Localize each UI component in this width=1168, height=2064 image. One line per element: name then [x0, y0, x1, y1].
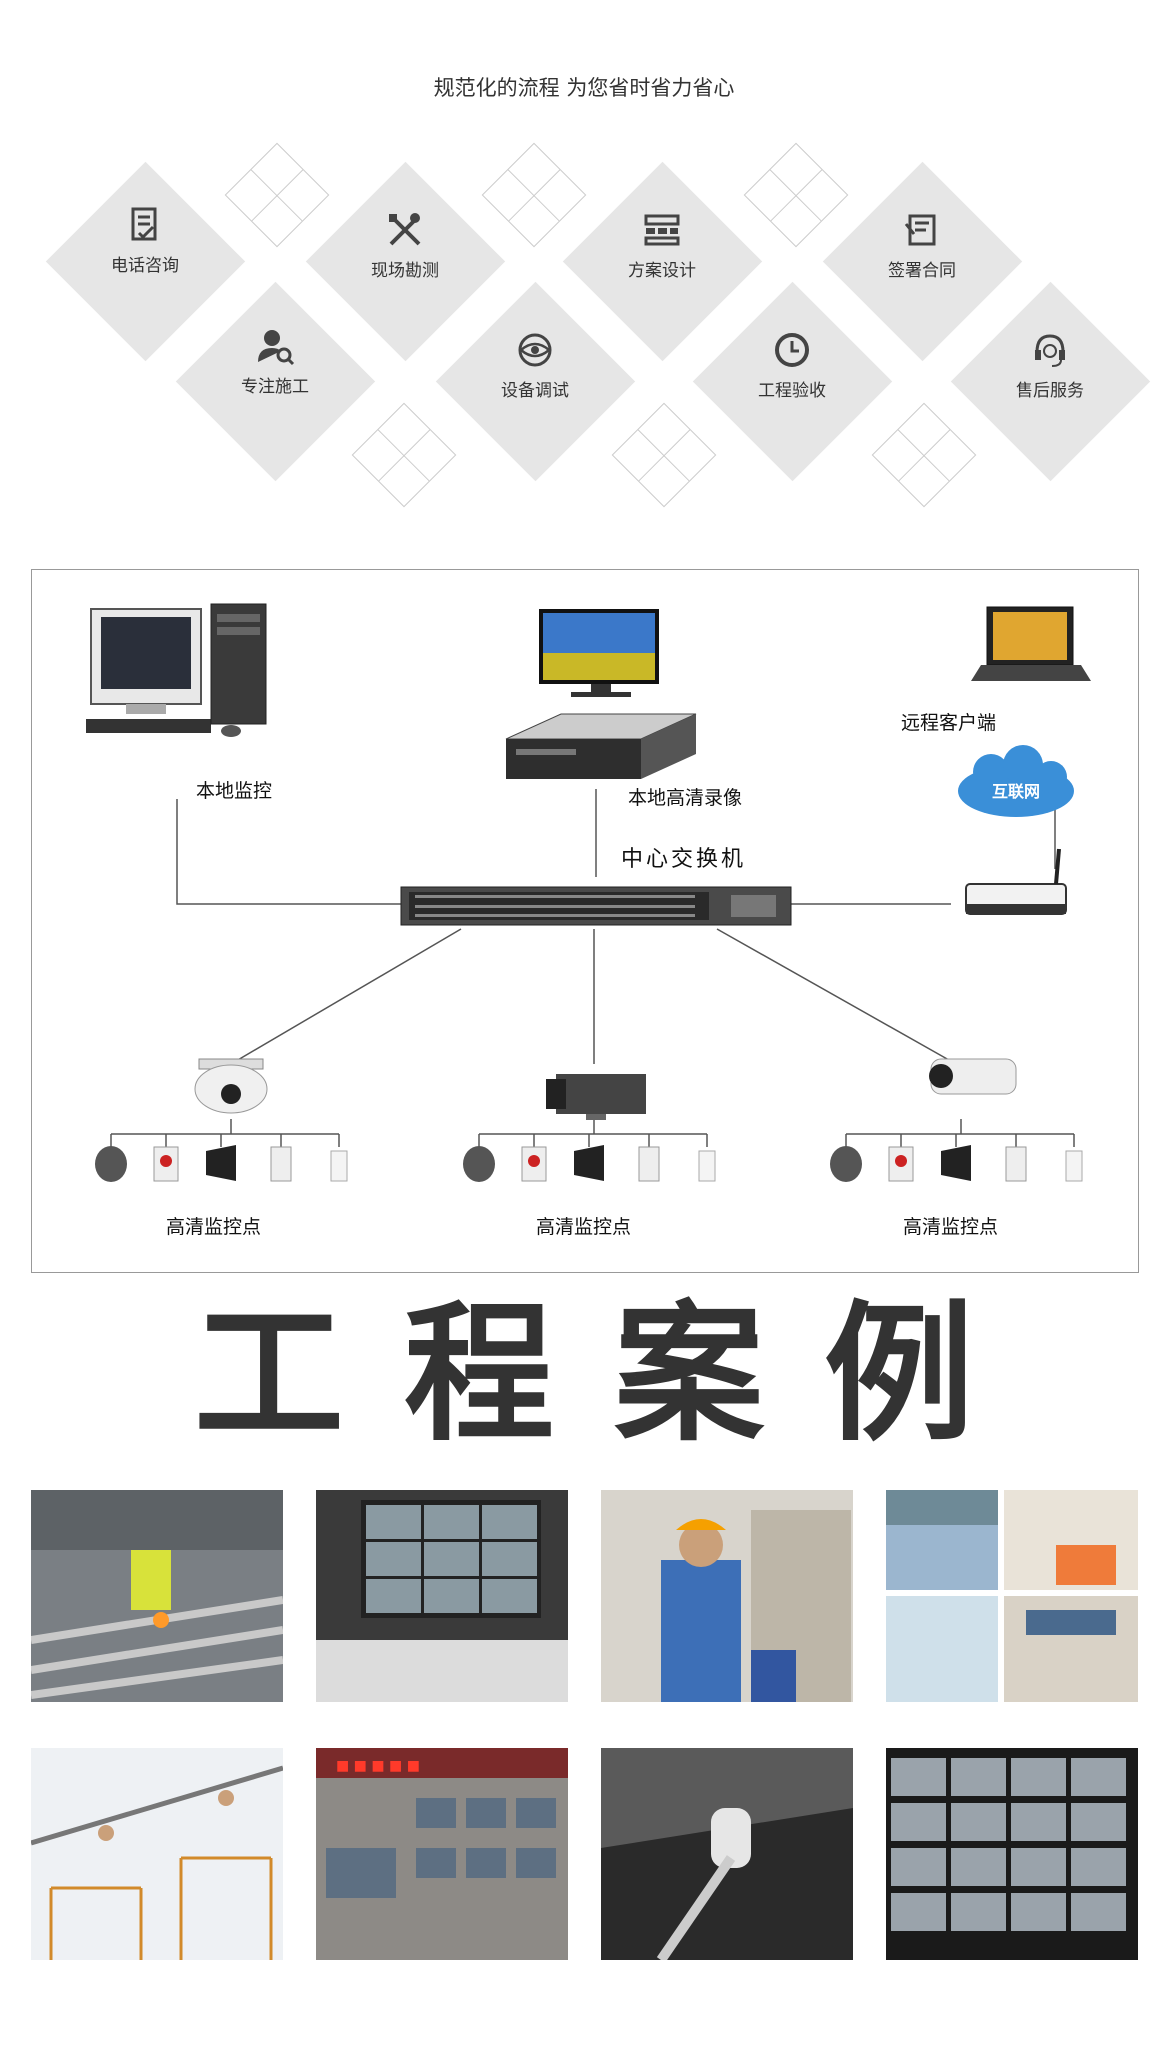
process-title: 规范化的流程 为您省时省力省心	[433, 76, 735, 100]
step-label: 设备调试	[501, 381, 569, 401]
sensor-devices-middle	[463, 1145, 716, 1182]
step-plan-design: 方案设计	[562, 210, 762, 281]
case-photo-camera-and-monitoring	[886, 1490, 1138, 1702]
network-switch-icon	[400, 886, 792, 926]
laptop-icon	[971, 606, 1091, 681]
clock-icon	[775, 333, 809, 367]
label-hd-point-1: 高清监控点	[166, 1216, 261, 1238]
label-local-hd-recording: 本地高清录像	[628, 787, 742, 809]
case-photo-video-wall	[316, 1490, 568, 1702]
label-central-switch: 中心交换机	[621, 847, 746, 872]
decorative-diamond-outline	[351, 402, 457, 508]
cases-title: 工程案例	[193, 1288, 1034, 1462]
label-remote-client: 远程客户端	[901, 712, 996, 734]
step-sign-contract: 签署合同	[822, 210, 1022, 281]
network-diagram: 本地监控 本地高清录像 远程客户端 互联网 中心交换机	[86, 603, 1091, 1238]
step-label: 专注施工	[241, 377, 309, 397]
label-hd-point-2: 高清监控点	[536, 1216, 631, 1238]
headset-icon	[1035, 334, 1065, 367]
worker-icon	[258, 330, 295, 366]
step-phone-consult: 电话咨询	[45, 205, 245, 276]
nvr-recorder-icon	[505, 713, 697, 779]
case-photo-pipe-welding	[31, 1490, 283, 1702]
sensor-devices-left	[95, 1145, 348, 1182]
router-icon	[965, 848, 1067, 915]
case-photo-monitor-wall	[886, 1748, 1138, 1960]
step-label: 签署合同	[888, 261, 956, 281]
decorative-diamond-outline	[871, 402, 977, 508]
label-local-monitor: 本地监控	[196, 780, 272, 802]
step-label: 售后服务	[1016, 381, 1084, 401]
step-after-sales: 售后服务	[950, 330, 1150, 401]
sensor-devices-right	[830, 1145, 1083, 1182]
step-construction: 专注施工	[175, 326, 375, 397]
eye-target-icon	[518, 333, 552, 367]
internet-cloud-icon	[958, 745, 1074, 817]
tools-icon	[389, 213, 421, 246]
contract-icon	[904, 214, 936, 246]
monitor-tv-icon	[539, 609, 659, 697]
step-label: 现场勘测	[371, 261, 439, 281]
decorative-diamond-outline	[611, 402, 717, 508]
case-photo-camera-mount	[601, 1748, 853, 1960]
step-acceptance: 工程验收	[692, 330, 892, 401]
dome-camera-icon	[194, 1058, 268, 1114]
layout-icon	[644, 214, 680, 246]
svg-text:■ ■ ■ ■ ■: ■ ■ ■ ■ ■	[336, 1758, 420, 1774]
step-label: 电话咨询	[111, 256, 179, 276]
label-hd-point-3: 高清监控点	[903, 1216, 998, 1238]
case-photo-technician-wiring	[601, 1490, 853, 1702]
step-debugging: 设备调试	[435, 330, 635, 401]
desktop-pc-icon	[86, 603, 267, 737]
step-label: 方案设计	[628, 261, 696, 281]
document-icon	[131, 207, 157, 241]
box-camera-icon	[546, 1074, 646, 1120]
step-label: 工程验收	[758, 381, 826, 401]
step-site-survey: 现场勘测	[305, 210, 505, 281]
case-photo-pole-installation	[31, 1748, 283, 1960]
connection-lines	[110, 789, 1075, 1147]
case-photo-control-room: ■ ■ ■ ■ ■	[316, 1748, 568, 1960]
label-internet: 互联网	[992, 782, 1040, 801]
bullet-camera-icon	[929, 1058, 1017, 1095]
